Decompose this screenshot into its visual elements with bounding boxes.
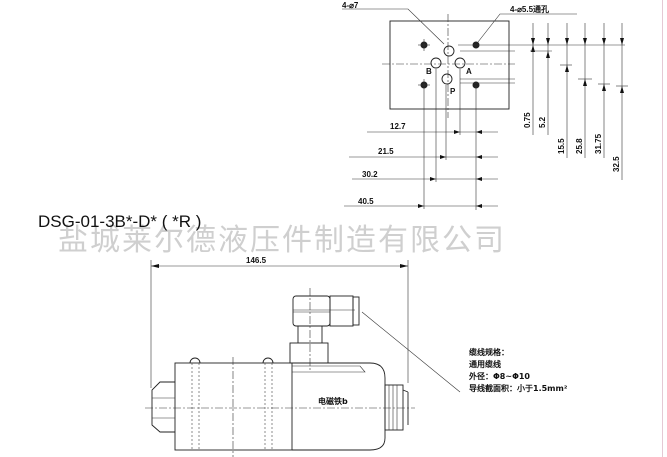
- watermark: 盐城莱尔德液压件制造有限公司: [58, 223, 506, 258]
- ports: [430, 45, 466, 85]
- vertical-dimensions: [530, 23, 628, 180]
- dim-0-75: 0.75: [523, 112, 532, 128]
- hole-callout-7: 4-⌀7: [342, 1, 359, 10]
- callout-leader: [342, 8, 445, 45]
- hole-callout-5-5: 4-⌀5.5通孔: [510, 4, 549, 14]
- manual-override-knob: [384, 384, 409, 431]
- model-title: DSG-01-3B*-D* ( *R ): [38, 212, 201, 231]
- cable-spec-notes: 缆线规格： 通用缆线 外径：Φ8~Φ10 导线截面积：小于1.5mm²: [469, 347, 568, 393]
- dim-30-2: 30.2: [362, 170, 378, 179]
- centerlines-and-hidden-bolts: [145, 357, 415, 457]
- port-label-a: A: [466, 67, 472, 76]
- page-edge: [662, 0, 667, 457]
- dim-12-7: 12.7: [390, 122, 406, 131]
- solenoid-label: 电磁铁b: [318, 396, 348, 406]
- cable-note-line: 通用缆线: [469, 359, 501, 369]
- port-label-b: B: [426, 67, 432, 76]
- cable-connector: [289, 288, 360, 370]
- cable-note-line: 缆线规格：: [469, 347, 509, 357]
- dim-21-5: 21.5: [378, 147, 394, 156]
- valve-body-outline: [389, 20, 510, 110]
- dim-146-5: 146.5: [246, 256, 267, 265]
- dim-40-5: 40.5: [358, 197, 374, 206]
- mounting-face-view: B A P 4-⌀7 4-⌀5.5通孔: [342, 1, 628, 210]
- port-label-p: P: [450, 87, 456, 96]
- left-nut: [151, 381, 175, 433]
- dim-15-5: 15.5: [557, 138, 566, 154]
- port-a: [454, 57, 466, 69]
- cable-note-line: 导线截面积：小于1.5mm²: [469, 383, 568, 393]
- extension-lines: [423, 44, 625, 210]
- solenoid-side-view: 146.5: [145, 256, 461, 457]
- callout-leader: [477, 13, 577, 43]
- port-p: [441, 73, 453, 85]
- dim-31-75: 31.75: [594, 133, 603, 154]
- dim-5-2: 5.2: [538, 116, 547, 128]
- port-t: [443, 45, 455, 57]
- overall-length-dimension: [150, 260, 409, 388]
- dim-25-8: 25.8: [575, 138, 584, 154]
- horizontal-dimensions: [344, 130, 498, 208]
- port-b: [430, 57, 442, 69]
- cable-note-line: 外径：Φ8~Φ10: [469, 371, 530, 381]
- dim-32-5: 32.5: [612, 156, 621, 172]
- solenoid-body: [174, 362, 386, 451]
- cable-note-leader: [361, 311, 461, 393]
